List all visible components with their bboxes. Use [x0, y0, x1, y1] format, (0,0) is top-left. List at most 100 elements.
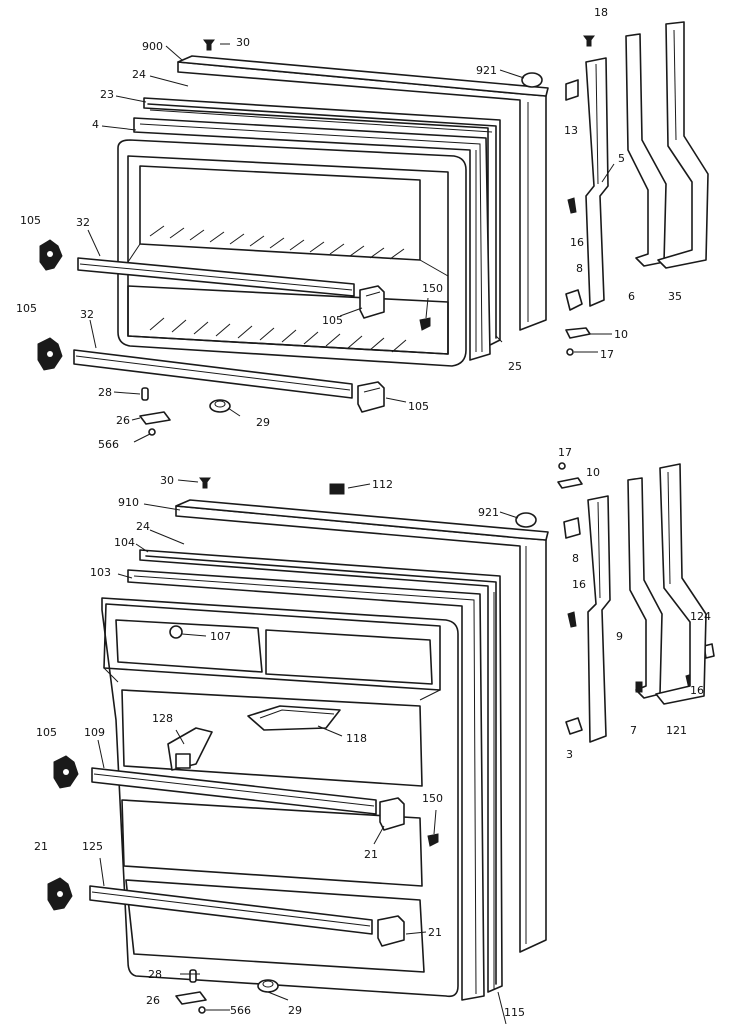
hinge-bracket-5-top	[585, 57, 609, 307]
label-29-top: 29	[256, 416, 270, 429]
label-104: 104	[114, 536, 135, 549]
label-13: 13	[564, 124, 578, 137]
label-103: 103	[90, 566, 111, 579]
label-112: 112	[372, 478, 393, 491]
label-8-top: 8	[576, 262, 583, 275]
label-7: 7	[630, 724, 637, 737]
label-16-bottom-left: 16	[572, 578, 586, 591]
label-30-bottom: 30	[160, 474, 174, 487]
stop-150-bottom	[427, 833, 439, 847]
label-24-top: 24	[132, 68, 146, 81]
cam-8-bottom	[563, 517, 581, 539]
stop-150-top	[419, 317, 431, 331]
leader-lines	[87, 43, 615, 1024]
label-910: 910	[118, 496, 139, 509]
part-number-labels: 900 30 18 921 24 23 4 13 5 105 32 16 8 6…	[16, 6, 711, 1019]
label-8-bottom: 8	[572, 552, 579, 565]
screw-18-top	[583, 35, 595, 47]
fresh-food-door-gasket	[139, 549, 503, 993]
label-26-top: 26	[116, 414, 130, 427]
freezer-left-end-cap-upper	[39, 239, 63, 271]
label-128: 128	[152, 712, 173, 725]
label-35: 35	[668, 290, 682, 303]
screw-17-bottom	[558, 462, 566, 470]
fresh-food-bar-end-cap-upper	[379, 797, 405, 831]
freezer-lower-shelf-bar	[73, 349, 353, 399]
screw-17-top	[566, 348, 574, 356]
plug-921-bottom	[515, 512, 537, 528]
freezer-upper-shelf-bar	[77, 257, 355, 297]
screw-16-bottom-left	[567, 611, 577, 628]
label-105-top-right: 105	[408, 400, 429, 413]
trim-strip-7-bottom	[627, 477, 663, 699]
trim-strip-121-bottom	[655, 463, 707, 705]
label-105-top-mid: 105	[322, 314, 343, 327]
label-3: 3	[566, 748, 573, 761]
label-125: 125	[82, 840, 103, 853]
label-105-top-left-upper: 105	[20, 214, 41, 227]
label-566-top: 566	[98, 438, 119, 451]
bracket-13-top	[565, 79, 579, 101]
fresh-food-bar-end-cap-lower	[377, 915, 405, 947]
fresh-food-inner-liner-frame	[127, 569, 485, 1001]
label-150-top: 150	[422, 282, 443, 295]
label-17-top: 17	[600, 348, 614, 361]
screw-30-bottom	[199, 477, 211, 489]
label-150-bottom: 150	[422, 792, 443, 805]
label-105-bottom: 105	[36, 726, 57, 739]
freezer-left-end-cap-lower	[37, 337, 63, 371]
label-21-bottom-right: 21	[428, 926, 442, 939]
hinge-pin-10-top	[565, 327, 591, 339]
label-26-bottom: 26	[146, 994, 160, 1007]
label-900: 900	[142, 40, 163, 53]
bushing-29-top	[209, 399, 231, 413]
label-921-top: 921	[476, 64, 497, 77]
label-32-top-upper: 32	[76, 216, 90, 229]
pin-28-top	[141, 387, 149, 401]
label-24-bottom: 24	[136, 520, 150, 533]
label-10-bottom: 10	[586, 466, 600, 479]
label-30-top: 30	[236, 36, 250, 49]
pin-28-bottom	[189, 969, 197, 983]
label-109: 109	[84, 726, 105, 739]
label-18: 18	[594, 6, 608, 19]
label-4: 4	[92, 118, 99, 131]
label-21-bottom-mid: 21	[364, 848, 378, 861]
screw-566-bottom	[198, 1006, 206, 1014]
freezer-inner-liner-frame	[133, 117, 491, 361]
fresh-food-left-end-cap-21	[47, 877, 73, 911]
label-21-bottom-left: 21	[34, 840, 48, 853]
trim-strip-6-top	[625, 33, 667, 267]
label-9: 9	[616, 630, 623, 643]
egg-tray-118	[247, 705, 341, 731]
plug-921-top	[521, 72, 543, 88]
fresh-food-outer-door-panel	[175, 499, 549, 953]
label-124: 124	[690, 610, 711, 623]
label-118: 118	[346, 732, 367, 745]
label-28-top: 28	[98, 386, 112, 399]
label-566-bottom: 566	[230, 1004, 251, 1017]
label-25: 25	[508, 360, 522, 373]
label-10-top: 10	[614, 328, 628, 341]
screw-566-top	[148, 428, 156, 436]
plate-26-top	[139, 411, 171, 425]
label-107: 107	[210, 630, 231, 643]
label-17-bottom: 17	[558, 446, 572, 459]
screw-30-top	[203, 39, 215, 51]
freezer-upper-bar-end-cap	[359, 285, 385, 319]
label-6: 6	[628, 290, 635, 303]
label-105-top-left-lower: 105	[16, 302, 37, 315]
label-121: 121	[666, 724, 687, 737]
label-16-top: 16	[570, 236, 584, 249]
label-115: 115	[504, 1006, 525, 1019]
freezer-lower-bar-end-cap	[357, 381, 385, 413]
freezer-outer-door-panel	[177, 55, 549, 331]
freezer-door-liner	[117, 139, 467, 367]
bar-clip-128	[167, 727, 213, 771]
label-28-bottom: 28	[148, 968, 162, 981]
bushing-29-bottom	[257, 979, 279, 993]
label-921-bottom: 921	[478, 506, 499, 519]
hinge-pin-10-bottom	[557, 477, 583, 489]
clip-112	[329, 483, 345, 495]
